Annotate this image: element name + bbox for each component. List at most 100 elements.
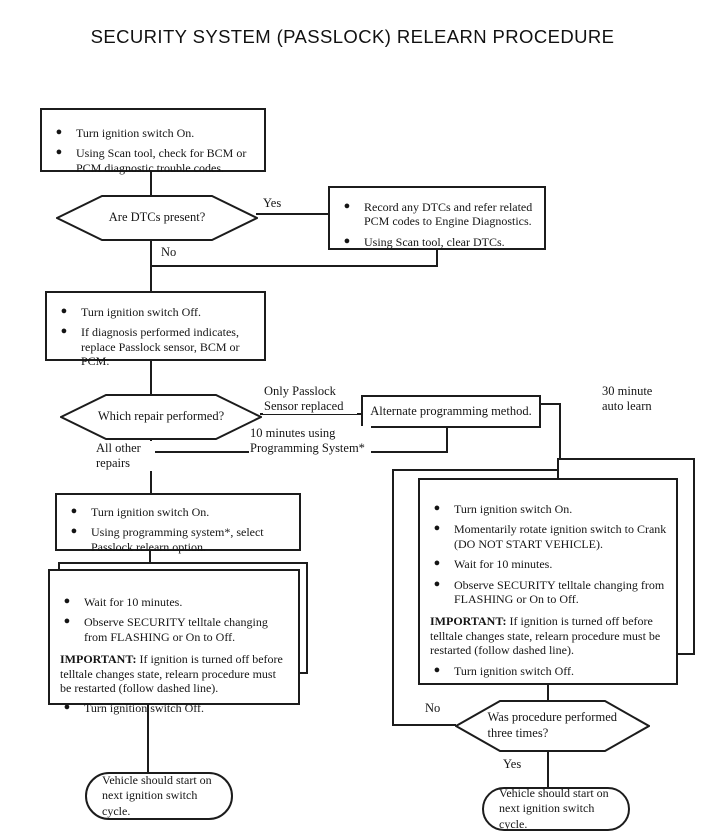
connector-alternate-return-down [446,428,448,453]
list-item-text: Using programming system*, select Passlo… [91,525,264,554]
list-item-text: Record any DTCs and refer related PCM co… [364,200,533,229]
connector-whichrepair-to-alternate [260,413,361,415]
connector-yes-to-recorddtcs [256,213,330,215]
process-alternate-method: Alternate programming method. [361,395,541,428]
connector-ignitionoff-to-whichrepair [150,360,152,396]
list-item: ● Turn ignition switch Off. [47,305,264,319]
connector-no-to-ignitionoff [150,240,152,292]
list-item: ● If diagnosis performed indicates, repl… [47,325,264,368]
bullet-icon: ● [55,126,63,138]
list-item: ● Observe SECURITY telltale changing fro… [420,578,676,607]
process-left-wait: ● Wait for 10 minutes. ● Observe SECURIT… [48,569,300,715]
decision-label: Are DTCs present? [108,210,206,225]
list-item: ● Turn ignition switch On. [420,502,676,516]
bullet-icon: ● [343,200,351,212]
decision-which-repair: Which repair performed? [60,394,262,440]
list-item-text: Momentarily rotate ignition switch to Cr… [454,522,667,551]
list-item-text: Using Scan tool, clear DTCs. [364,234,505,249]
terminator-label: Vehicle should start on next ignition sw… [102,772,212,818]
list-item: ● Turn ignition switch Off. [50,701,298,715]
edge-label-no-three-times: No [424,701,442,716]
important-label: IMPORTANT: [430,614,507,629]
list-item-text: Observe SECURITY telltale changing from … [454,577,665,606]
process-check-dtc: ● Turn ignition switch On. ● Using Scan … [40,108,266,175]
bullet-icon: ● [60,325,68,338]
list-item-text: Observe SECURITY telltale changing from … [84,615,268,644]
list-item: ● Using Scan tool, check for BCM or PCM … [42,146,264,175]
list-item-text: If diagnosis performed indicates, replac… [81,325,240,369]
edge-label-ten-minutes: 10 minutes using Programming System* [249,426,371,456]
decision-label: Which repair performed? [97,409,225,424]
list-item-text: Turn ignition switch Off. [454,663,575,678]
list-item: ● Observe SECURITY telltale changing fro… [50,615,298,644]
connector-rightprocedure-to-threetimes [547,685,549,701]
bullet-icon: ● [60,305,68,317]
important-text: If ignition is turned off before telltal… [430,614,661,658]
connector-autolearn-down [559,403,561,460]
bullet-icon: ● [55,146,63,159]
connector-no-loop-vertical [392,469,394,726]
edge-label-thirty-minute: 30 minute auto learn [601,384,675,414]
important-label: IMPORTANT: [60,652,137,667]
edge-label-all-other-repairs: All other repairs [95,441,155,471]
process-left-relearn: ● Turn ignition switch On. ● Using progr… [55,493,301,554]
edge-label-only-passlock: Only Passlock Sensor replaced [263,384,357,414]
connector-no-loop-top [392,469,559,471]
important-note: IMPORTANT: If ignition is turned off bef… [430,614,668,657]
terminator-label: Vehicle should start on next ignition sw… [499,785,609,831]
list-item: ● Turn ignition switch On. [42,126,264,140]
list-item-text: Turn ignition switch Off. [84,701,205,716]
list-item: ● Wait for 10 minutes. [50,595,298,609]
hexagon-shape [60,394,262,440]
connector-checkdtc-to-dtcpresent [150,172,152,196]
bullet-icon: ● [343,234,351,247]
bullet-icon: ● [63,595,71,607]
bullet-icon: ● [70,525,78,538]
connector-recorddtcs-merge [151,265,438,267]
edge-label-no-dtc: No [160,245,178,260]
bullet-icon: ● [63,701,71,714]
terminator-right-end: Vehicle should start on next ignition sw… [482,785,630,831]
bullet-icon: ● [70,505,78,517]
list-item: ● Turn ignition switch On. [57,505,299,519]
list-item-text: Wait for 10 minutes. [454,557,553,572]
connector-recorddtcs-down [436,250,438,267]
list-item-text: Wait for 10 minutes. [84,595,183,609]
list-item: ● Using Scan tool, clear DTCs. [330,235,544,249]
bullet-icon: ● [433,522,441,535]
process-label: Alternate programming method. [370,404,532,418]
list-item: ● Momentarily rotate ignition switch to … [420,522,676,551]
edge-label-yes-three-times: Yes [502,757,523,772]
page-title: SECURITY SYSTEM (PASSLOCK) RELEARN PROCE… [90,26,615,47]
list-item-text: Turn ignition switch Off. [81,305,202,319]
decision-three-times: Was procedure performed three times? [455,700,650,752]
list-item: ● Wait for 10 minutes. [420,557,676,571]
bullet-icon: ● [433,557,441,570]
process-ignition-off: ● Turn ignition switch Off. ● If diagnos… [45,291,266,368]
list-item-text: Using Scan tool, check for BCM or PCM di… [76,146,247,175]
list-item-text: Turn ignition switch On. [91,505,210,519]
hexagon-shape [56,195,258,241]
decision-dtc-present: Are DTCs present? [56,195,258,241]
process-record-dtcs: ● Record any DTCs and refer related PCM … [328,186,546,250]
important-note: IMPORTANT: If ignition is turned off bef… [60,652,290,695]
connector-no-loop-bottom [392,724,456,726]
important-text: If ignition is turned off before telltal… [60,652,283,695]
bullet-icon: ● [433,577,441,590]
list-item: ● Turn ignition switch Off. [420,664,676,678]
edge-label-yes-dtc: Yes [262,196,283,211]
connector-alternate-right [541,403,561,405]
terminator-left-end: Vehicle should start on next ignition sw… [85,772,233,820]
process-right-procedure: ● Turn ignition switch On. ● Momentarily… [418,478,678,685]
list-item-text: Turn ignition switch On. [76,126,195,140]
connector-yes-to-rightend [547,752,549,789]
connector-leftwait-to-leftend [147,705,149,774]
list-item-text: Turn ignition switch On. [454,502,573,516]
bullet-icon: ● [433,663,441,676]
connector-leftrelearn-to-leftwait [149,550,151,570]
decision-label: Was procedure performed three times? [487,710,618,740]
list-item: ● Using programming system*, select Pass… [57,525,299,554]
bullet-icon: ● [433,502,441,514]
bullet-icon: ● [63,615,71,628]
